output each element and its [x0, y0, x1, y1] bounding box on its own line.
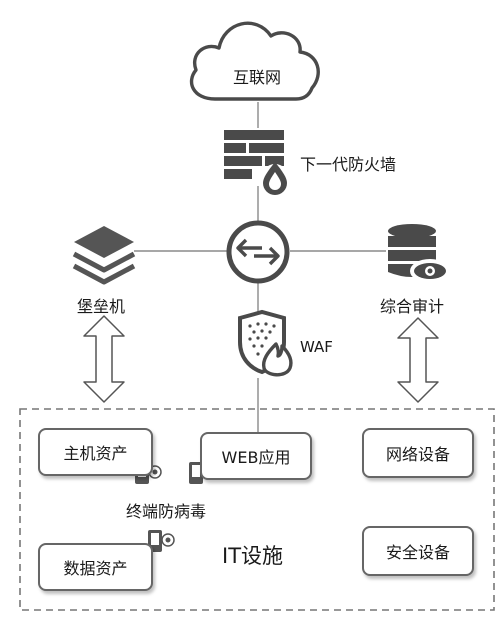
waf-label: WAF: [300, 338, 333, 356]
layers-icon: [72, 226, 136, 285]
double-arrow-right: [397, 317, 439, 403]
host-assets-box: 主机资产: [38, 428, 153, 476]
shield-flame-icon: [238, 309, 293, 377]
router-icon: [226, 220, 290, 284]
internet-label: 互联网: [233, 68, 282, 87]
database-eye-icon: [388, 224, 450, 283]
it-zone-border: [19, 408, 495, 611]
cloud-icon: [189, 21, 320, 101]
connector-lines: [134, 102, 386, 432]
bastion-label: 堡垒机: [77, 297, 126, 316]
security-devices-box: 安全设备: [362, 526, 474, 576]
data-assets-box: 数据资产: [38, 543, 153, 591]
double-arrow-left: [83, 315, 125, 403]
it-zone-label: IT设施: [222, 544, 284, 568]
web-app-box: WEB应用: [200, 432, 312, 480]
firewall-icon: [224, 130, 289, 195]
network-devices-box: 网络设备: [362, 428, 474, 478]
antivirus-label: 终端防病毒: [126, 502, 207, 521]
firewall-label: 下一代防火墙: [300, 155, 397, 174]
audit-label: 综合审计: [380, 297, 445, 316]
